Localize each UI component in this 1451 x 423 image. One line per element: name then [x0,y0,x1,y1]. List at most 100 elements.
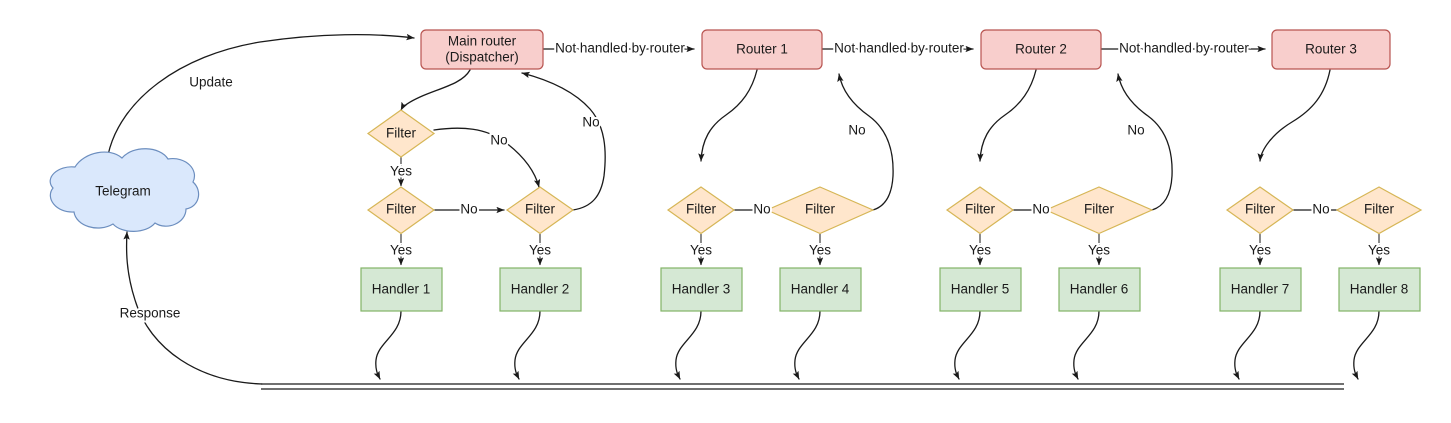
handler-7-label: Handler 7 [1231,282,1290,297]
handler-6-box [1058,267,1141,312]
filter-5-shape [945,186,1015,235]
router-2-box [980,29,1102,70]
edge-label-yes-4: Yes [690,243,712,258]
edge-filter4-no-to-router1 [837,73,894,211]
edge-mainrouter-to-filter-top [400,69,471,111]
filter-5-node[interactable]: Filter [945,186,1015,235]
edge-label-update: Update [189,75,233,90]
handler-8-node[interactable]: Handler 8 [1338,267,1421,312]
router-3-label: Router 3 [1305,42,1357,57]
edge-label-not-handled-3: Not handled by router [1119,41,1249,56]
edge-handler7-to-merge [1232,310,1261,380]
filter-1-label: Filter [386,202,417,217]
filter-6-shape [1044,186,1154,235]
handler-1-box [360,267,443,312]
router-3-box [1271,29,1391,70]
filter-2-shape [505,186,575,235]
edge-filter6-no-to-router2 [1116,73,1173,211]
filter-5-label: Filter [965,202,996,217]
handler-7-box [1219,267,1302,312]
filter-top-main-node[interactable]: Filter [366,109,436,158]
edge-handler6-to-merge [1071,310,1100,380]
main-router-label-line2: (Dispatcher) [445,50,519,65]
edge-label-no-row-main: No [460,202,477,217]
filter-4-shape [765,186,875,235]
handler-2-node[interactable]: Handler 2 [499,267,582,312]
edge-label-yes-5: Yes [809,243,831,258]
edge-label-yes-2: Yes [390,243,412,258]
handler-6-label: Handler 6 [1070,282,1129,297]
filter-3-label: Filter [686,202,717,217]
handler-3-node[interactable]: Handler 3 [660,267,743,312]
filter-6-node[interactable]: Filter [1044,186,1154,235]
handler-4-box [779,267,862,312]
filter-8-shape [1335,186,1423,235]
router-2-node[interactable]: Router 2 [980,29,1102,70]
filter-8-label: Filter [1364,202,1395,217]
filter-7-label: Filter [1245,202,1276,217]
edge-label-no-row-r3: No [1312,202,1329,217]
handler-3-box [660,267,743,312]
edge-label-yes-7: Yes [1088,243,1110,258]
edge-response [123,231,263,385]
filter-2-node[interactable]: Filter [505,186,575,235]
filter-4-label: Filter [805,202,836,217]
edge-handler8-to-merge [1351,310,1380,380]
handler-1-node[interactable]: Handler 1 [360,267,443,312]
edge-router3-to-filter7 [1257,69,1331,162]
handler-6-node[interactable]: Handler 6 [1058,267,1141,312]
handler-5-box [939,267,1022,312]
edge-label-yes-3: Yes [529,243,551,258]
handler-8-label: Handler 8 [1350,282,1409,297]
edge-handler4-to-merge [792,310,821,380]
router-2-label: Router 2 [1015,42,1067,57]
filter-7-node[interactable]: Filter [1225,186,1295,235]
handler-7-node[interactable]: Handler 7 [1219,267,1302,312]
router-1-box [701,29,823,70]
handler-2-label: Handler 2 [511,282,570,297]
handler-4-label: Handler 4 [791,282,850,297]
filter-8-node[interactable]: Filter [1335,186,1423,235]
edge-label-not-handled-2: Not handled by router [834,41,964,56]
edge-label-no-top-main: No [490,133,507,148]
edge-handler3-to-merge [673,310,702,380]
edge-filtertop-no-to-filter2 [433,127,541,188]
telegram-cloud[interactable]: Telegram [49,148,200,232]
edge-label-yes-1: Yes [390,164,412,179]
filter-2-label: Filter [525,202,556,217]
filter-1-node[interactable]: Filter [366,186,436,235]
router-3-node[interactable]: Router 3 [1271,29,1391,70]
edge-label-no-row-r1: No [753,202,770,217]
router-1-node[interactable]: Router 1 [701,29,823,70]
handler-5-node[interactable]: Handler 5 [939,267,1022,312]
edge-label-yes-8: Yes [1249,243,1271,258]
edge-label-group: Update Response Not handled by router No… [118,39,1393,323]
handler-4-node[interactable]: Handler 4 [779,267,862,312]
telegram-cloud-label: Telegram [95,184,151,199]
edge-label-no-row-r2: No [1032,202,1049,217]
filter-top-main-label: Filter [386,126,417,141]
edge-handler5-to-merge [952,310,981,380]
main-router-node[interactable]: Main router (Dispatcher) [420,29,544,70]
edge-handler1-to-merge [373,310,402,380]
edge-handler2-to-merge [512,310,541,380]
filter-3-node[interactable]: Filter [666,186,736,235]
handler-5-label: Handler 5 [951,282,1010,297]
edge-label-yes-6: Yes [969,243,991,258]
edge-label-no-main-return: No [582,115,599,130]
filter-7-shape [1225,186,1295,235]
main-router-box [420,29,544,70]
edge-label-no-r2-return: No [1127,123,1144,138]
handler-1-label: Handler 1 [372,282,431,297]
handler-8-box [1338,267,1421,312]
edge-update [107,33,415,156]
edge-router2-to-filter5 [977,69,1037,162]
edge-label-response: Response [120,306,181,321]
edge-router1-to-filter3 [698,69,758,162]
filter-3-shape [666,186,736,235]
handler-3-label: Handler 3 [672,282,731,297]
edge-label-no-r1-return: No [848,123,865,138]
filter-4-node[interactable]: Filter [765,186,875,235]
